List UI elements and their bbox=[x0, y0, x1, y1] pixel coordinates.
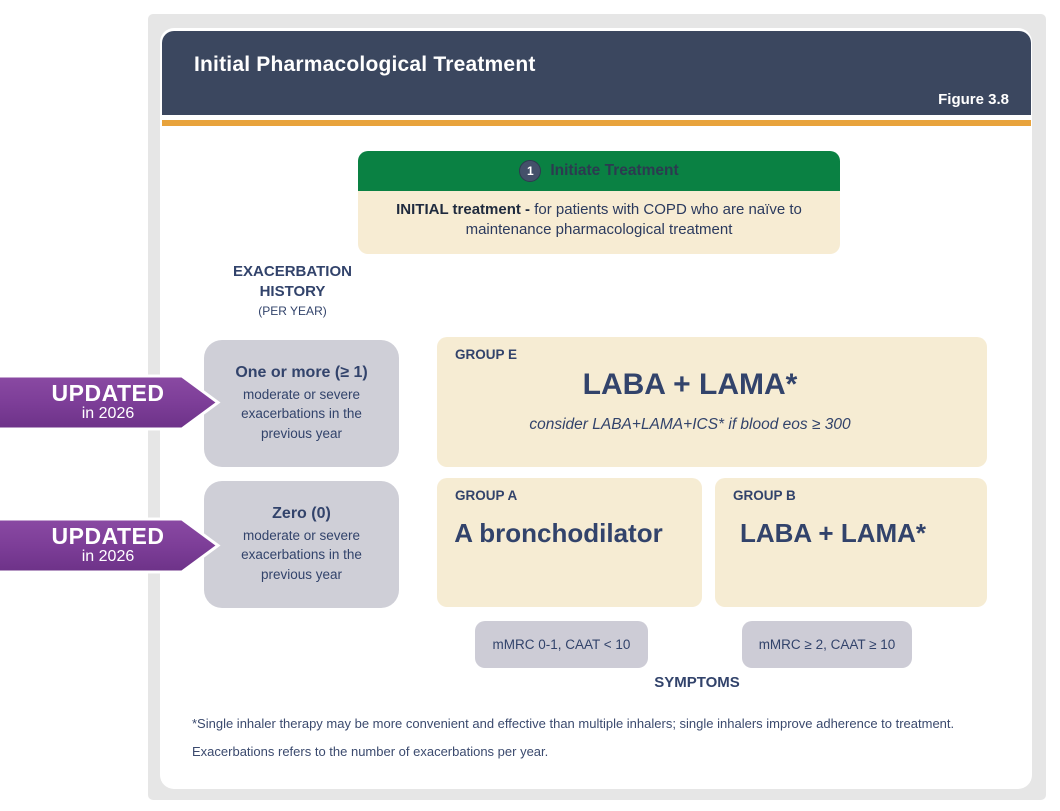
exacerbation-heading-sub: (PER YEAR) bbox=[258, 303, 327, 318]
symptom-pill-high: mMRC ≥ 2, CAAT ≥ 10 bbox=[742, 621, 912, 668]
updated-badge-2: UPDATED in 2026 bbox=[0, 519, 216, 572]
initiate-treatment-label: Initiate Treatment bbox=[550, 162, 679, 179]
figure-header: Initial Pharmacological Treatment Figure… bbox=[162, 31, 1031, 115]
accent-rule bbox=[162, 120, 1031, 126]
exacerbation-heading-line2: HISTORY bbox=[259, 283, 326, 301]
updated-badge-line1: UPDATED bbox=[51, 522, 165, 549]
group-b-label: GROUP B bbox=[733, 488, 796, 503]
group-e-treatment: LABA + LAMA* bbox=[582, 368, 798, 401]
updated-badge-line1: UPDATED bbox=[51, 379, 165, 406]
history-box-body: moderate or severe exacerbations in the … bbox=[241, 528, 362, 582]
initial-treatment-rest: for patients with COPD who are naïve to … bbox=[465, 201, 802, 239]
group-a-label: GROUP A bbox=[455, 488, 518, 503]
group-e-box: GROUP E LABA + LAMA* consider LABA+LAMA+… bbox=[437, 337, 987, 467]
group-b-treatment: LABA + LAMA* bbox=[739, 518, 927, 548]
group-e-label: GROUP E bbox=[455, 347, 518, 362]
symptom-pill-low: mMRC 0-1, CAAT < 10 bbox=[475, 621, 648, 668]
updated-badge-1: UPDATED in 2026 bbox=[0, 376, 216, 429]
updated-arrow-icon bbox=[0, 374, 221, 431]
footnote-line1: *Single inhaler therapy may be more conv… bbox=[192, 716, 955, 731]
page-title: Initial Pharmacological Treatment bbox=[194, 53, 536, 76]
initial-treatment-lead: INITIAL treatment - bbox=[396, 201, 531, 218]
history-box-title: Zero (0) bbox=[272, 505, 331, 523]
group-a-treatment: A bronchodilator bbox=[454, 518, 663, 548]
updated-arrow-icon bbox=[0, 517, 221, 574]
group-e-note: consider LABA+LAMA+ICS* if blood eos ≥ 3… bbox=[529, 416, 851, 433]
footnote-line2: Exacerbations refers to the number of ex… bbox=[192, 744, 549, 759]
history-box-body: moderate or severe exacerbations in the … bbox=[241, 387, 362, 441]
initiate-treatment-banner: 1 Initiate Treatment bbox=[358, 151, 840, 191]
history-box-zero: Zero (0) moderate or severe exacerbation… bbox=[204, 481, 399, 608]
group-b-box: GROUP B LABA + LAMA* bbox=[715, 478, 987, 607]
history-box-one-or-more: One or more (≥ 1) moderate or severe exa… bbox=[204, 340, 399, 467]
updated-badge-line2: in 2026 bbox=[81, 547, 135, 565]
step-1-icon: 1 bbox=[519, 160, 542, 182]
initiate-treatment-box: 1 Initiate Treatment INITIAL treatment -… bbox=[358, 151, 840, 254]
initial-treatment-description: INITIAL treatment - for patients with CO… bbox=[358, 191, 840, 254]
figure-number-label: Figure 3.8 bbox=[938, 91, 1009, 108]
step-number: 1 bbox=[526, 164, 534, 178]
group-a-box: GROUP A A bronchodilator bbox=[437, 478, 702, 607]
history-box-title: One or more (≥ 1) bbox=[235, 364, 368, 382]
symptoms-axis-label: SYMPTOMS bbox=[654, 674, 740, 691]
exacerbation-heading-line1: EXACERBATION bbox=[233, 263, 352, 280]
exacerbation-history-heading: EXACERBATION HISTORY (PER YEAR) bbox=[195, 262, 390, 318]
updated-badge-line2: in 2026 bbox=[81, 404, 135, 422]
